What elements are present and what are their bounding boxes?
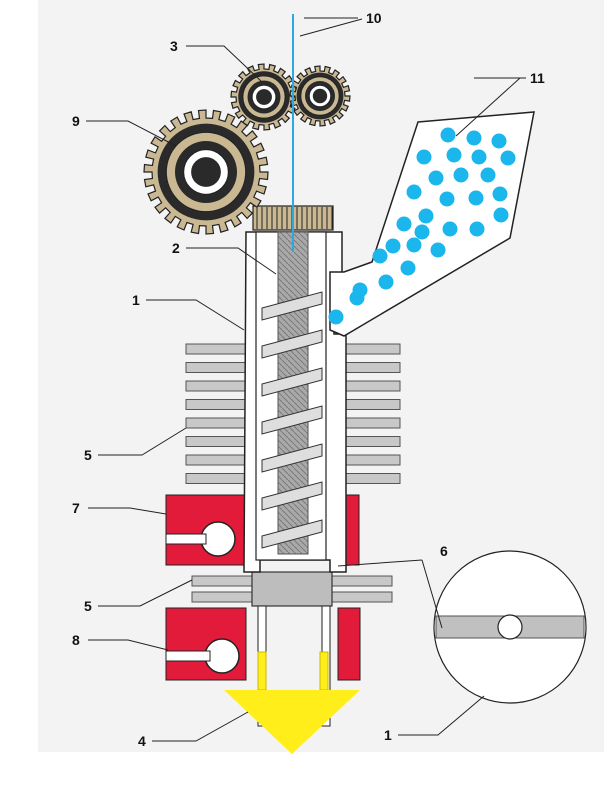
pellet-icon xyxy=(416,149,432,165)
fin-left xyxy=(185,454,247,466)
screw-flight xyxy=(261,519,323,549)
leader-lines xyxy=(86,17,526,742)
fin-right xyxy=(339,399,401,410)
screw-flights xyxy=(261,291,323,549)
label-6: 6 xyxy=(440,543,448,559)
screw-flight xyxy=(261,443,323,473)
label-11: 11 xyxy=(530,70,545,86)
pellet-icon xyxy=(446,147,462,163)
fin-right xyxy=(339,454,401,466)
pellet-icon xyxy=(468,190,484,206)
fin-left xyxy=(185,417,247,429)
pellet-icon xyxy=(440,127,456,143)
gear-axle xyxy=(191,157,221,187)
pellet-hopper xyxy=(328,111,535,337)
fin-right xyxy=(339,473,401,484)
heater-block-top xyxy=(165,494,360,566)
pellet-icon xyxy=(453,167,469,183)
label-8: 8 xyxy=(72,632,80,648)
pellet-icon xyxy=(466,130,482,146)
fin-right xyxy=(339,380,401,392)
screw-flight xyxy=(261,481,323,511)
screw-cap-teeth xyxy=(256,207,333,229)
fin-left xyxy=(185,473,247,484)
gear-icon xyxy=(289,65,351,127)
label-7: 7 xyxy=(72,500,80,516)
pellet-icon xyxy=(442,221,458,237)
fin-left xyxy=(185,362,247,373)
label-5-plate: 5 xyxy=(84,598,92,614)
heater-block-bottom xyxy=(165,607,361,681)
fin-left xyxy=(185,436,247,447)
label-10: 10 xyxy=(366,10,382,26)
label-1-detail: 1 xyxy=(384,727,392,743)
pellet-icon xyxy=(471,149,487,165)
pellet-icon xyxy=(500,150,516,166)
pellet-icon xyxy=(493,207,509,223)
fin-right xyxy=(339,436,401,447)
screw-flight xyxy=(261,405,323,435)
detail-circle xyxy=(433,550,587,704)
label-1-tube: 1 xyxy=(132,292,140,308)
pellet-icon xyxy=(396,216,412,232)
pellets xyxy=(328,127,516,325)
gear-axle xyxy=(312,88,328,104)
melt-stream-left xyxy=(257,651,267,691)
screw-flight xyxy=(261,367,323,397)
down-arrow-icon xyxy=(224,690,360,754)
gear-icon xyxy=(143,109,269,235)
label-2: 2 xyxy=(172,240,180,256)
pellet-icon xyxy=(406,237,422,253)
melt-stream-right xyxy=(319,651,329,691)
pellet-icon xyxy=(480,167,496,183)
fin-right xyxy=(339,362,401,373)
pellet-icon xyxy=(439,191,455,207)
fin-left xyxy=(185,399,247,410)
fin-right xyxy=(339,343,401,355)
fin-left xyxy=(185,380,247,392)
pellet-icon xyxy=(349,290,365,306)
pellet-icon xyxy=(418,208,434,224)
label-5-fins: 5 xyxy=(84,447,92,463)
gear-icon xyxy=(230,63,298,131)
detail-hole xyxy=(497,614,523,640)
pellet-icon xyxy=(400,260,416,276)
pellet-icon xyxy=(492,186,508,202)
fin-left xyxy=(185,343,247,355)
pellet-icon xyxy=(469,221,485,237)
screw-flight xyxy=(261,329,323,359)
plate-fins xyxy=(191,571,393,607)
pellet-icon xyxy=(378,274,394,290)
label-9: 9 xyxy=(72,113,80,129)
pellet-icon xyxy=(428,170,444,186)
label-4: 4 xyxy=(138,733,146,749)
fin-right xyxy=(339,417,401,429)
cooling-fins xyxy=(185,343,401,484)
pellet-icon xyxy=(406,184,422,200)
pellet-icon xyxy=(372,248,388,264)
screw-flight xyxy=(261,291,323,321)
pellet-icon xyxy=(414,224,430,240)
pellet-icon xyxy=(385,238,401,254)
pellet-icon xyxy=(328,309,344,325)
pellet-icon xyxy=(430,242,446,258)
pellet-icon xyxy=(491,133,507,149)
gear-axle xyxy=(256,89,272,105)
label-3: 3 xyxy=(170,38,178,54)
nozzle-block xyxy=(251,571,333,607)
